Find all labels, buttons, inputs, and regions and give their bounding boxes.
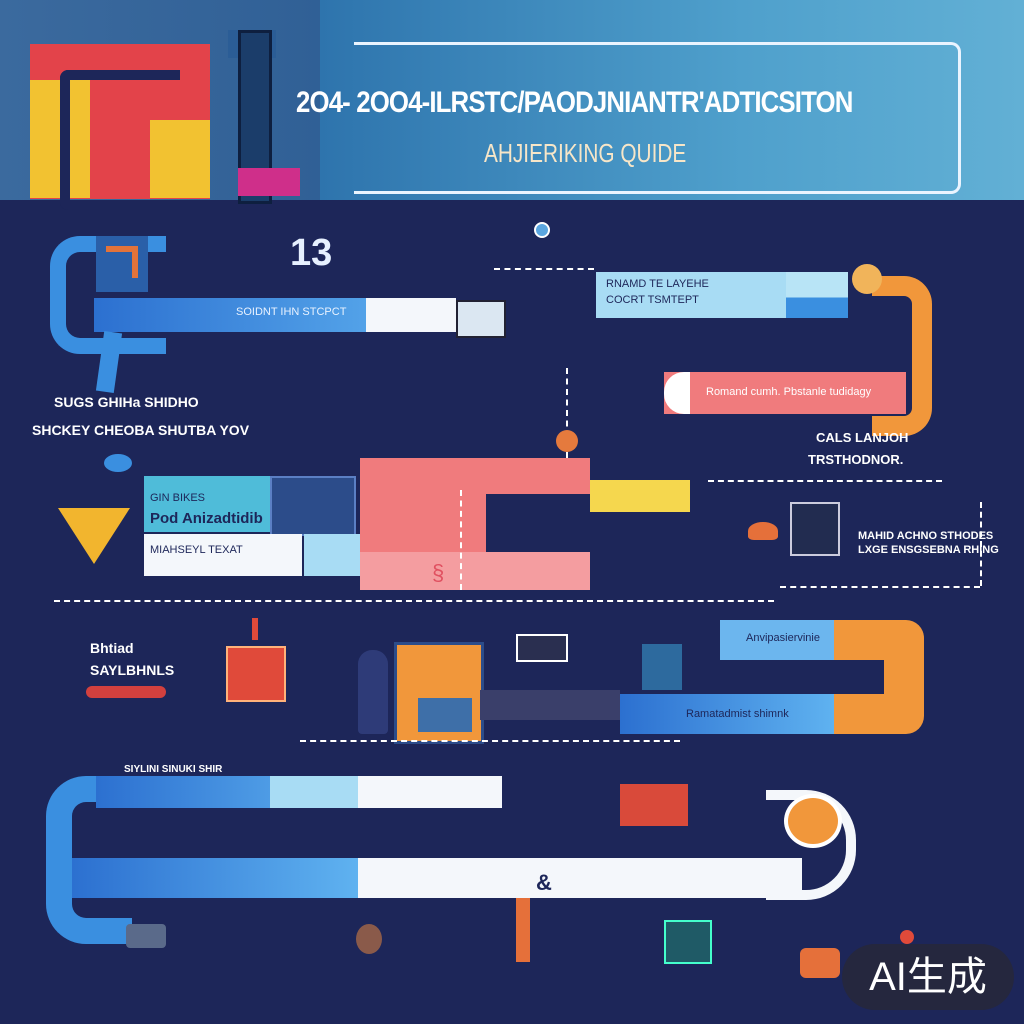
device-icon [642, 644, 682, 690]
small-card [516, 634, 568, 662]
small-red-bar [86, 686, 166, 698]
page-subtitle: AHJIERIKING QUIDE [484, 138, 687, 168]
ai-generated-badge: AI生成 [842, 944, 1014, 1010]
person-figure-icon [358, 650, 388, 734]
person-icon [556, 430, 578, 452]
red-machine-icon [620, 784, 688, 826]
info-top-right-1: RNAMD TE LAYEHE [606, 278, 709, 290]
step-number: 13 [290, 232, 333, 274]
bottom-white-box [358, 776, 502, 808]
yellow-box [590, 480, 690, 512]
connector-dash-4 [300, 740, 680, 742]
white-left-box-label: MIAHSEYL TEXAT [150, 544, 243, 556]
photo-card [790, 502, 840, 556]
red-bar [664, 372, 906, 414]
orange-ring-icon [784, 794, 842, 848]
connector-dash-1 [494, 268, 594, 270]
title-frame [354, 42, 961, 194]
connector-dash-3 [54, 600, 774, 602]
connector-vdash-1 [566, 368, 568, 458]
side-text-left-1: SUGS GHIHa SHIDHO [54, 394, 199, 410]
icon-bottom-1 [126, 924, 166, 948]
image-card [270, 476, 356, 536]
dark-shelf [480, 690, 620, 720]
top-bar-label: SOIDNT IHN STCPCT [236, 306, 347, 318]
icon-bottom-4 [800, 948, 840, 978]
side-text-right-1: CALS LANJOH [816, 430, 909, 445]
orange-post-icon [516, 898, 530, 962]
info-box-top-right-end [786, 272, 848, 318]
question-icon: § [432, 560, 445, 585]
pink-block [238, 168, 300, 196]
bottom-white-bar [358, 858, 802, 898]
title-frame-top [354, 42, 654, 45]
connector-dash-2b [780, 586, 980, 588]
cyan-card-label-1: GIN BIKES [150, 492, 206, 504]
pink-step-box-lower [360, 552, 590, 590]
white-left-box [144, 534, 302, 576]
page-title: 2O4- 2OO4-ILRSTC/PAODJNIANTR'ADTICSITON [296, 86, 853, 119]
lblue-left-box [304, 534, 360, 576]
blue-low-right-label: Ramatadmist shimnk [686, 708, 789, 720]
cyan-card-label-2: Pod Anizadtidib [150, 510, 263, 527]
header-panel [320, 0, 1024, 200]
pin-icon [534, 222, 550, 238]
bottom-strip-text: SIYLINI SINUKI SHIR [124, 764, 223, 775]
top-bar-icon-box [366, 298, 456, 332]
connector-vdash-2 [980, 502, 982, 586]
pipe-top-left-icon [106, 246, 138, 278]
icon-bottom-5 [900, 930, 914, 944]
side-text-left-2: SHCKEY CHEOBA SHUTBA YOV [32, 422, 250, 438]
side-text-right-4: LXGE ENSGSEBNA RHING [858, 544, 999, 556]
pipe-top-left-end [96, 236, 148, 292]
low-left-text-2: SAYLBHNLS [90, 662, 175, 678]
document-icon [456, 300, 506, 338]
ampersand-icon: & [536, 870, 552, 895]
icon-bottom-2 [356, 924, 382, 954]
bottom-bar-top-end [270, 776, 358, 808]
orange-pipe-mid-hole [834, 660, 884, 694]
pink-step-box-top [486, 458, 590, 494]
kiosk-screen [418, 698, 472, 732]
blue-blob-icon [104, 454, 132, 472]
cyan-card [144, 476, 270, 532]
red-bar-label: Romand cumh. Pbstanle tudidagy [706, 386, 872, 398]
bottom-bar-long [72, 858, 358, 898]
orange-pipe-right [872, 276, 932, 436]
red-frame-icon [226, 646, 286, 702]
pipe-bottom-left [46, 776, 132, 944]
connector-dash-2 [708, 480, 942, 482]
blue-mid-right-label: Anvipasiervinie [746, 632, 820, 644]
side-text-right-2: TRSTHODNOR. [808, 452, 904, 467]
logo-glyph [60, 70, 180, 210]
flame-icon [748, 522, 778, 540]
low-left-text-1: Bhtiad [90, 640, 134, 656]
side-text-right-3: MAHID ACHNO STHODES [858, 530, 994, 542]
red-bar-cap [664, 372, 690, 414]
icon-bottom-3 [664, 920, 712, 964]
triangle-icon [58, 508, 130, 564]
gear-icon [852, 264, 882, 294]
info-box-top-right [596, 272, 786, 318]
info-top-right-2: COCRT TSMTEPT [606, 294, 699, 306]
blue-low-right-box [620, 694, 834, 734]
blue-mid-right-box [720, 620, 834, 660]
logo-block-yellow-2 [150, 120, 210, 198]
pin-icon-red [252, 618, 258, 640]
connector-vdash-3 [460, 490, 462, 590]
